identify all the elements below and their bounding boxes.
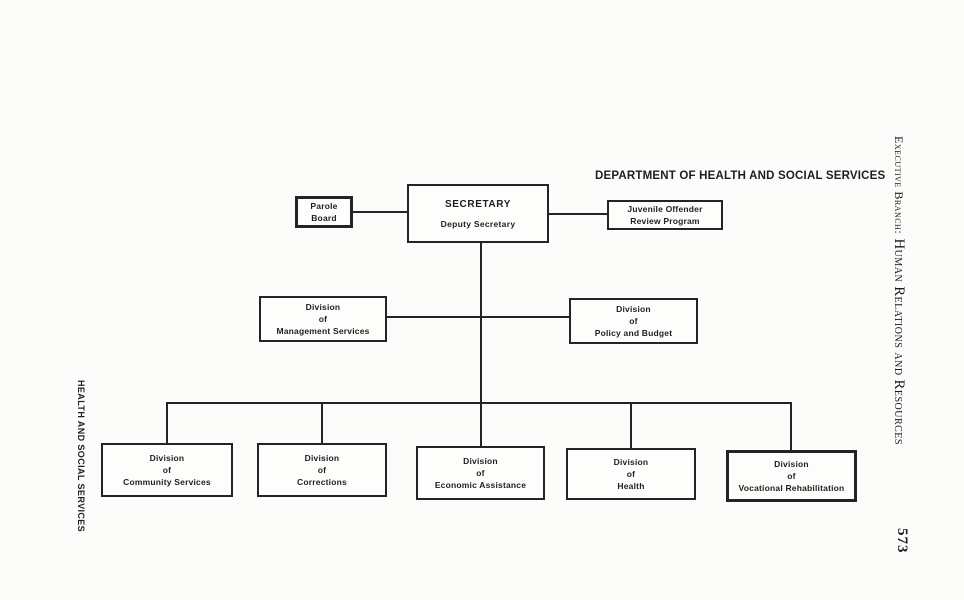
node-label: SECRETARY — [445, 198, 511, 210]
page-number: 573 — [894, 528, 910, 554]
node-label: of — [318, 313, 328, 324]
node-label: Corrections — [297, 477, 347, 488]
node-label: Juvenile Offender — [627, 203, 703, 214]
left-margin-label: HEALTH AND SOCIAL SERVICES — [76, 380, 86, 533]
node-division-management-services: Division of Management Services — [259, 296, 387, 342]
connector-drop-health — [630, 402, 632, 449]
node-label: Community Services — [123, 477, 211, 488]
node-label: Division — [305, 301, 341, 312]
node-label: Division — [613, 456, 649, 467]
node-division-economic-assistance: Division of Economic Assistance — [416, 446, 545, 500]
node-label: Management Services — [276, 326, 370, 337]
connector-middle-horizontal — [386, 316, 570, 318]
node-label: Health — [617, 481, 645, 492]
connector-drop-community-services — [166, 402, 168, 444]
node-parole-board: Parole Board — [295, 196, 353, 228]
node-secretary: SECRETARY Deputy Secretary — [407, 184, 549, 243]
node-label: Board — [311, 213, 337, 223]
right-margin-label-main: Human Relations and Resources — [891, 238, 907, 445]
node-sublabel: Deputy Secretary — [440, 218, 516, 229]
connector-center-vertical — [480, 241, 482, 447]
connector-drop-corrections — [321, 402, 323, 444]
node-label: of — [162, 464, 172, 475]
node-label: of — [629, 315, 638, 326]
connector-distribution-horizontal — [166, 402, 792, 404]
node-label: Division — [149, 452, 185, 463]
right-margin-label-prefix: Executive Branch: — [892, 136, 906, 235]
node-label: of — [476, 467, 485, 478]
node-division-vocational-rehabilitation: Division of Vocational Rehabilitation — [726, 450, 857, 502]
page-title: DEPARTMENT OF HEALTH AND SOCIAL SERVICES — [595, 170, 886, 182]
connector-parole-secretary — [350, 211, 408, 213]
connector-secretary-juvenile — [547, 213, 608, 215]
node-label: Parole — [310, 200, 338, 211]
node-division-health: Division of Health — [566, 448, 696, 500]
node-division-corrections: Division of Corrections — [257, 443, 387, 497]
node-label: of — [626, 468, 636, 479]
node-label: Division — [463, 455, 498, 466]
node-juvenile-offender-review-program: Juvenile Offender Review Program — [607, 200, 723, 230]
node-label: Division — [304, 452, 340, 463]
node-label: Economic Assistance — [434, 480, 527, 491]
node-division-community-services: Division of Community Services — [101, 443, 233, 497]
right-margin-label: Executive Branch: Human Relations and Re… — [890, 136, 908, 496]
node-label: of — [317, 464, 327, 475]
node-label: Policy and Budget — [594, 328, 673, 339]
node-label: Division — [774, 458, 809, 469]
connector-drop-vocational-rehabilitation — [790, 402, 792, 451]
node-label: Review Program — [630, 216, 700, 226]
node-division-policy-and-budget: Division of Policy and Budget — [569, 298, 698, 344]
node-label: Vocational Rehabilitation — [738, 483, 845, 494]
node-label: of — [787, 470, 796, 481]
node-label: Division — [616, 303, 651, 314]
